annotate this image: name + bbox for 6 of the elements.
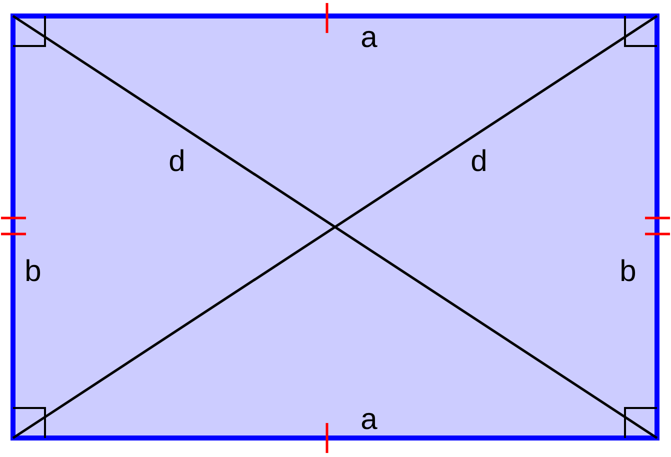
side-label: a xyxy=(360,23,378,53)
side-label: b xyxy=(620,257,636,287)
side-label: b xyxy=(24,257,42,287)
diagonal-label: d xyxy=(470,147,488,177)
diagonal-label: d xyxy=(168,147,186,177)
side-label: a xyxy=(360,405,378,435)
